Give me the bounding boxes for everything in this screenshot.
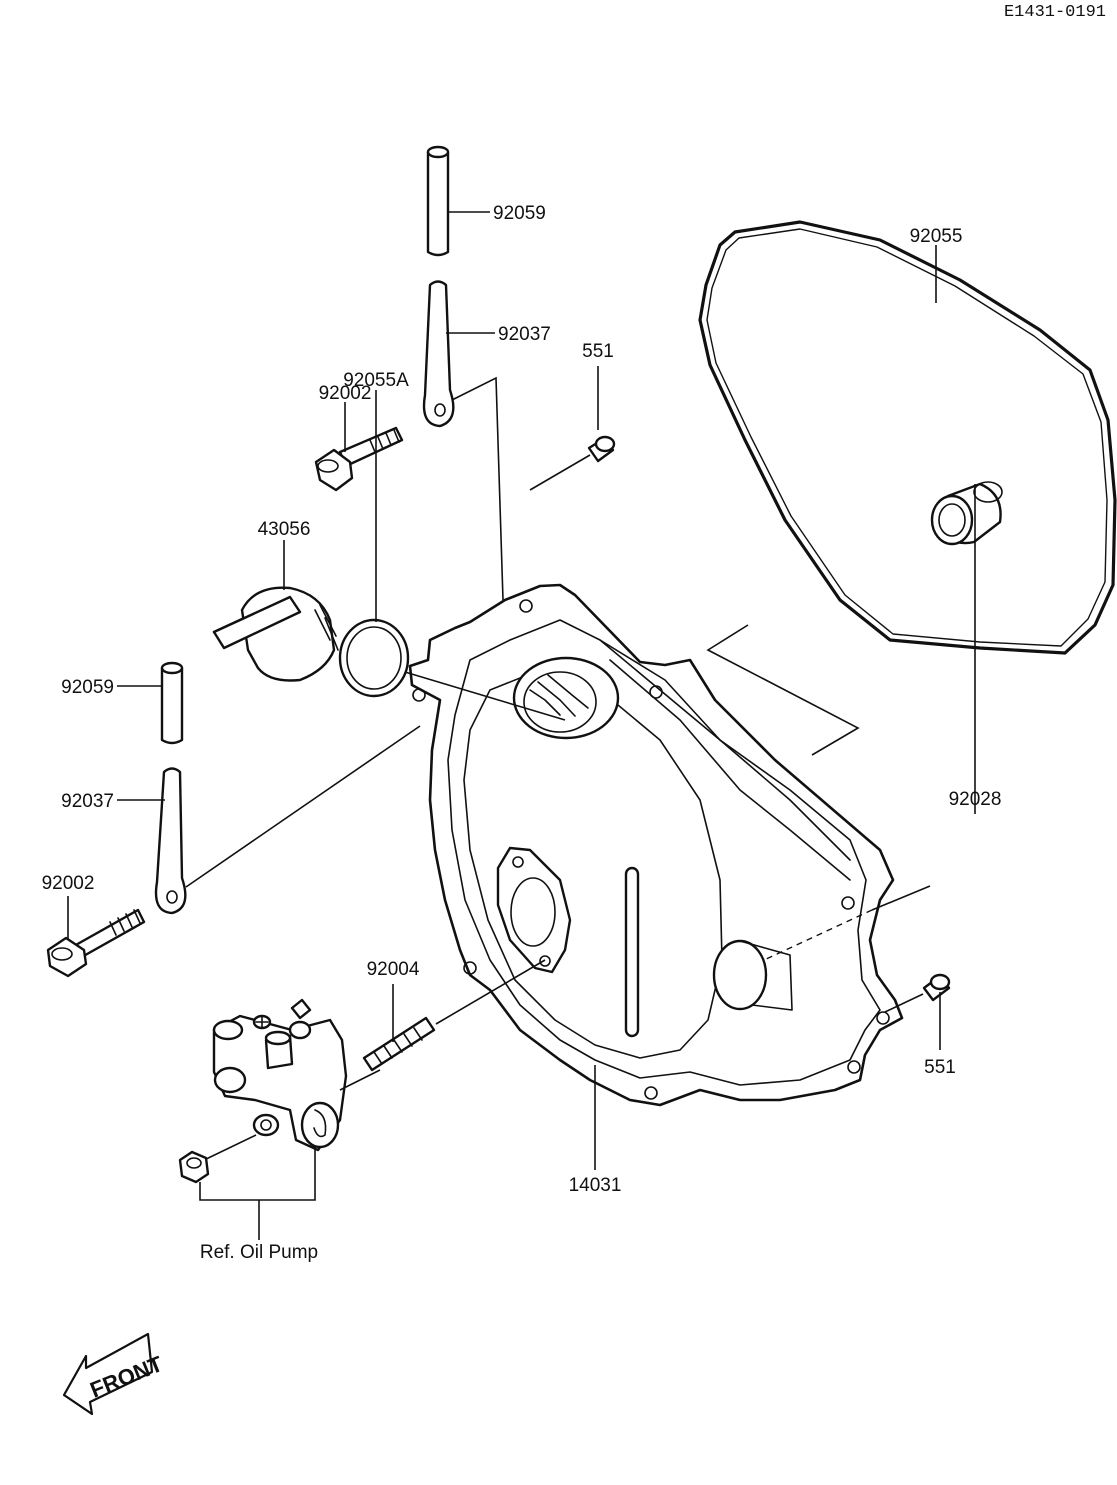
pump-assembly-line-1 — [339, 1069, 381, 1091]
diagram-code: E1431-0191 — [1004, 3, 1106, 22]
nut — [178, 1150, 210, 1184]
label-dowel-top: 551 — [582, 341, 614, 362]
label-oil-pump-ref: Ref. Oil Pump — [200, 1242, 318, 1263]
bushing-assembly-line — [871, 885, 931, 911]
label-bolt-top: 92002 — [319, 383, 372, 404]
oil-pump-ref-bracket — [199, 1146, 316, 1201]
label-bushing: 92028 — [949, 789, 1002, 810]
oring-92055A — [338, 618, 410, 698]
dowel-551-top — [587, 435, 616, 463]
label-cover: 14031 — [569, 1175, 622, 1196]
pin-92059-top — [426, 145, 450, 257]
bolt-92002-top — [314, 426, 404, 492]
bracket-top-assembly-line — [451, 376, 504, 601]
oring-assembly-line — [404, 671, 566, 721]
bracket-92037-left — [154, 767, 187, 915]
label-gasket: 92055 — [910, 226, 963, 247]
front-arrow-icon: FRONT — [62, 1332, 167, 1416]
cover-14031 — [408, 583, 904, 1107]
label-bracket-top: 92037 — [498, 324, 551, 345]
label-dowel-right: 551 — [924, 1057, 956, 1078]
pin-92059-left — [160, 661, 184, 745]
oil-filler-cap-43056 — [212, 586, 339, 682]
oil-pump-reference — [212, 998, 348, 1152]
label-pin-top: 92059 — [493, 203, 546, 224]
bracket-left-assembly-line — [185, 725, 421, 888]
stud-92004 — [362, 1016, 436, 1072]
bushing-hidden-line — [763, 909, 873, 961]
label-oring: 92055A — [343, 370, 409, 391]
dowel-551-right — [922, 973, 951, 1002]
gasket-92055 — [698, 220, 1117, 655]
label-bracket-left: 92037 — [61, 791, 114, 812]
label-pin-left: 92059 — [61, 677, 114, 698]
stud-assembly-line — [435, 959, 546, 1025]
bolt-92002-left — [46, 908, 146, 978]
label-bolt-left: 92002 — [42, 873, 95, 894]
dowel-top-assembly-line — [529, 454, 591, 491]
bracket-92037-top — [422, 280, 455, 428]
dowel-right-assembly-line — [884, 993, 924, 1013]
bushing-92028 — [930, 481, 1003, 546]
gasket-guide-line — [706, 624, 860, 756]
pump-assembly-line-2 — [199, 1134, 257, 1163]
label-stud: 92004 — [367, 959, 420, 980]
label-oil-cap: 43056 — [258, 519, 311, 540]
